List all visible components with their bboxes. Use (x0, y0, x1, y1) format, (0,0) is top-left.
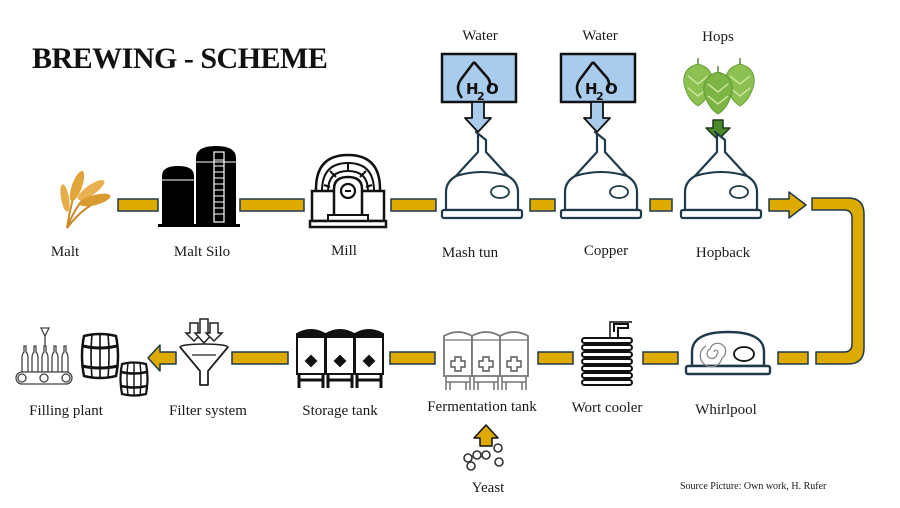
flow-arrow-right (768, 191, 807, 219)
storage-tanks-icon (295, 328, 385, 390)
mash-tun-icon (440, 130, 524, 220)
water-input-1: H 2 O (440, 52, 518, 133)
pipe-storage-ferm (389, 351, 436, 365)
pipe-malt-silo (117, 198, 159, 212)
stage-label-fermentation-tank: Fermentation tank (427, 399, 537, 415)
fermentation-tanks-icon (443, 331, 529, 391)
stage-label-mash-tun: Mash tun (441, 245, 499, 261)
funnel-icon (179, 318, 229, 386)
input-label-yeast: Yeast (471, 480, 505, 496)
silo-icon (158, 146, 240, 227)
stage-label-storage-tank: Storage tank (302, 403, 378, 419)
diagram-title: BREWING - SCHEME (32, 42, 328, 75)
barrel-large-icon (80, 332, 120, 380)
mill-icon (308, 153, 388, 229)
flow-arrow-left (147, 344, 177, 372)
pipe-silo-mill (239, 198, 305, 212)
stage-label-filter-system: Filter system (169, 403, 247, 419)
svg-text:H: H (585, 80, 598, 98)
svg-text:H: H (466, 80, 479, 98)
stage-label-malt: Malt (50, 244, 80, 260)
pipe-filter-storage (231, 351, 289, 365)
whirlpool-icon (684, 330, 772, 376)
wheat-icon (60, 170, 111, 229)
stage-label-wort-cooler: Wort cooler (571, 400, 643, 416)
stage-label-malt-silo: Malt Silo (173, 244, 231, 260)
pipes-top-row (117, 191, 865, 365)
yeast-input (463, 424, 504, 471)
svg-text:O: O (486, 80, 499, 98)
stage-label-hopback: Hopback (695, 245, 751, 261)
coil-icon (581, 321, 633, 386)
pipe-whirl-return (777, 351, 809, 365)
pipe-cooler-whirl (642, 351, 679, 365)
hopback-icon (679, 130, 763, 220)
hops-arrow-icon (705, 119, 731, 141)
input-label-water-1: Water (462, 28, 498, 44)
water-input-2: H 2 O (559, 52, 637, 133)
pipe-mill-mash (390, 198, 437, 212)
copper-icon (559, 130, 643, 220)
stage-label-whirlpool: Whirlpool (695, 402, 757, 418)
stage-label-filling-plant: Filling plant (29, 403, 103, 419)
yeast-arrow-icon (473, 424, 499, 447)
input-label-water-2: Water (582, 28, 618, 44)
yeast-icon (463, 443, 504, 471)
input-label-hops: Hops (702, 29, 734, 45)
barrel-small-icon (119, 361, 149, 397)
svg-text:2: 2 (477, 90, 485, 103)
h2o-icon: H 2 O (440, 52, 518, 133)
svg-text:O: O (605, 80, 618, 98)
stage-label-mill: Mill (331, 243, 357, 259)
svg-text:2: 2 (596, 90, 604, 103)
h2o-icon: H 2 O (559, 52, 637, 133)
pipe-ferm-cooler (537, 351, 574, 365)
hops-icon (683, 58, 755, 141)
bottling-icon (15, 327, 149, 397)
pipe-copper-hopback (649, 198, 673, 212)
source-credit: Source Picture: Own work, H. Rufer (680, 481, 827, 492)
pipe-mash-copper (529, 198, 556, 212)
return-pipe (811, 197, 865, 365)
stage-label-copper: Copper (583, 243, 629, 259)
pipes-bottom-row (147, 344, 809, 372)
